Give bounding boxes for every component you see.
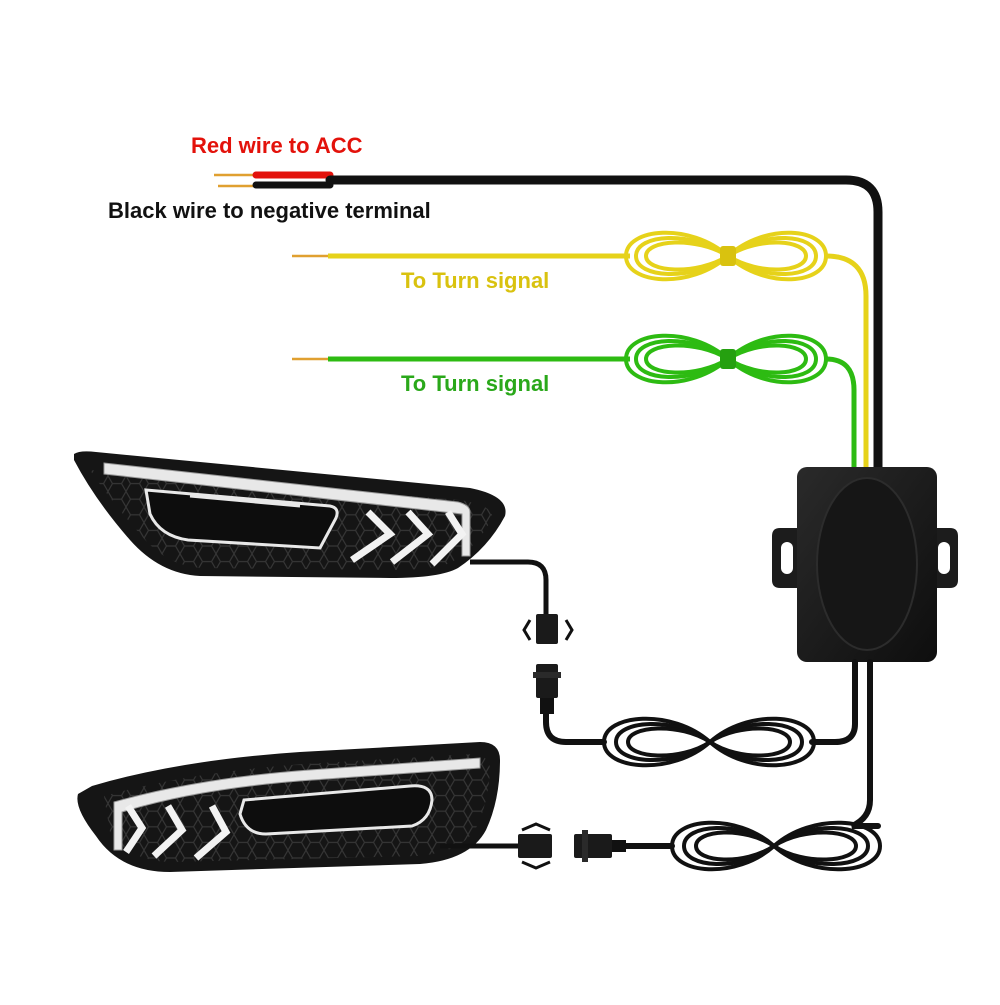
black-wire-label: Black wire to negative terminal [108,198,431,223]
upper-lamp-cable-to-connector [543,709,607,745]
upper-lamp-cable [809,659,858,745]
upper-connector-latch [522,619,574,641]
module-right-tab-hole [938,542,950,574]
upper-cable-coil [601,716,817,768]
module-oval-emboss [816,477,918,651]
output-cables [543,659,883,872]
yellow-turn-signal-label: To Turn signal [401,268,550,293]
upper-lamp-drl-strip [103,462,471,557]
lower-lamp-drl-strip [113,757,481,851]
lower-connector-pair [440,822,626,870]
upper-connector-pair [470,559,574,714]
upper-connector-female-band [533,672,561,678]
lower-connector-male [518,834,552,858]
lower-lamp-chevrons [123,804,231,861]
lower-cable-coil [669,820,883,872]
upper-fog-lamp [74,451,506,578]
lower-lamp-cable [850,659,881,829]
lower-connector-latch [521,822,551,870]
module-left-tab-hole [781,542,793,574]
power-wire-group [214,171,883,475]
upper-connector-female [536,664,558,698]
upper-connector-male [536,614,558,644]
lower-fog-lamp [77,742,500,872]
lower-lamp-inner-window [238,784,434,836]
upper-lamp-chevrons [350,509,467,567]
red-wire-label: Red wire to ACC [191,133,363,158]
upper-lamp-inner-line [189,494,301,508]
control-module [772,467,958,662]
lower-connector-female-stub [612,840,626,852]
green-wire-group [292,333,857,470]
upper-connector-female-stub [540,698,554,714]
upper-lamp-pigtail [470,559,549,614]
yellow-wire-group [292,230,869,470]
green-wire-drop [825,356,857,470]
lower-connector-female-band [582,830,588,862]
power-cable [325,175,883,475]
yellow-coil-tie [720,246,736,266]
green-turn-signal-label: To Turn signal [401,371,550,396]
lower-connector-female [574,834,612,858]
yellow-wire-drop [825,253,869,470]
green-coil-tie [720,349,736,369]
